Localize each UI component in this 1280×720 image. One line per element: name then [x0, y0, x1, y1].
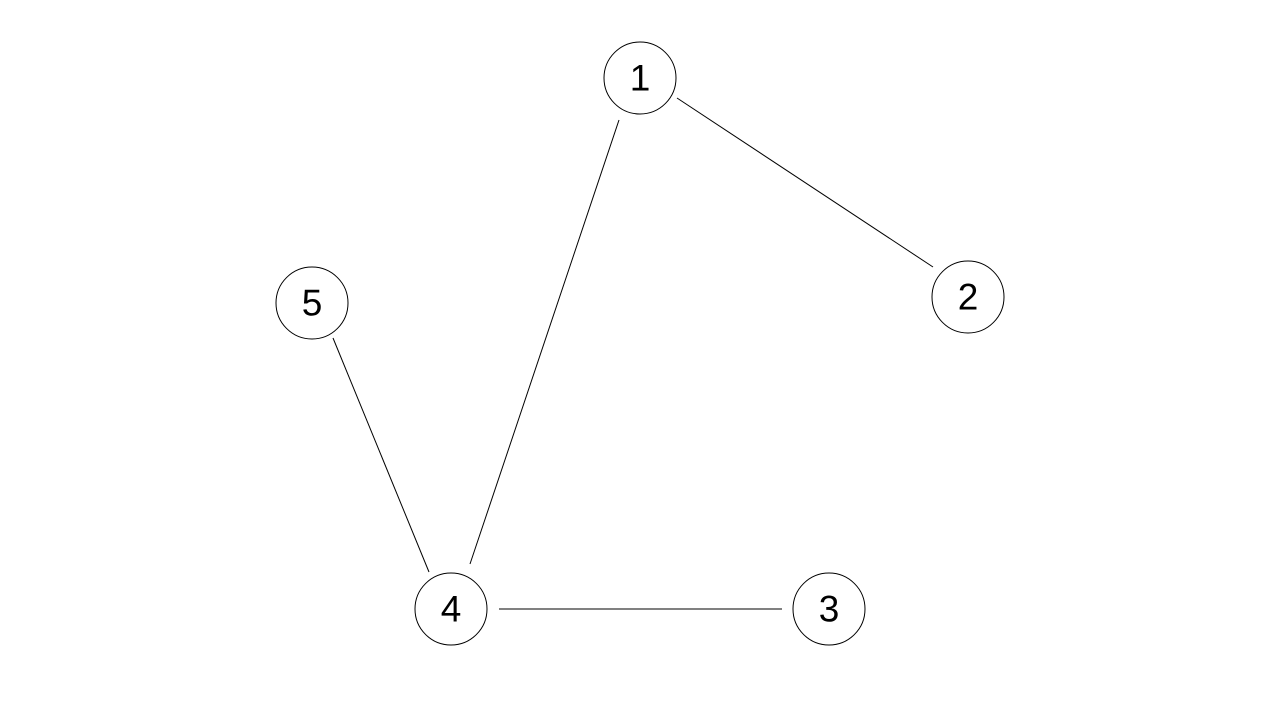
node-label: 2 — [958, 277, 979, 318]
node-3: 3 — [792, 572, 866, 646]
node-label: 5 — [302, 283, 323, 324]
node-label: 4 — [441, 589, 462, 630]
node-2: 2 — [931, 260, 1005, 334]
edges — [332, 97, 934, 610]
node-4: 4 — [414, 572, 488, 646]
node-5: 5 — [275, 266, 349, 340]
edge-1-2 — [676, 97, 934, 268]
nodes: 1 2 3 4 5 — [275, 41, 1005, 646]
node-circle — [792, 572, 866, 646]
node-circle — [414, 572, 488, 646]
node-label: 1 — [630, 58, 651, 99]
node-1: 1 — [603, 41, 677, 115]
edge-5-4 — [332, 337, 430, 573]
node-label: 3 — [819, 589, 840, 630]
node-circle — [931, 260, 1005, 334]
node-circle — [275, 266, 349, 340]
node-circle — [603, 41, 677, 115]
edge-1-4 — [469, 119, 620, 565]
